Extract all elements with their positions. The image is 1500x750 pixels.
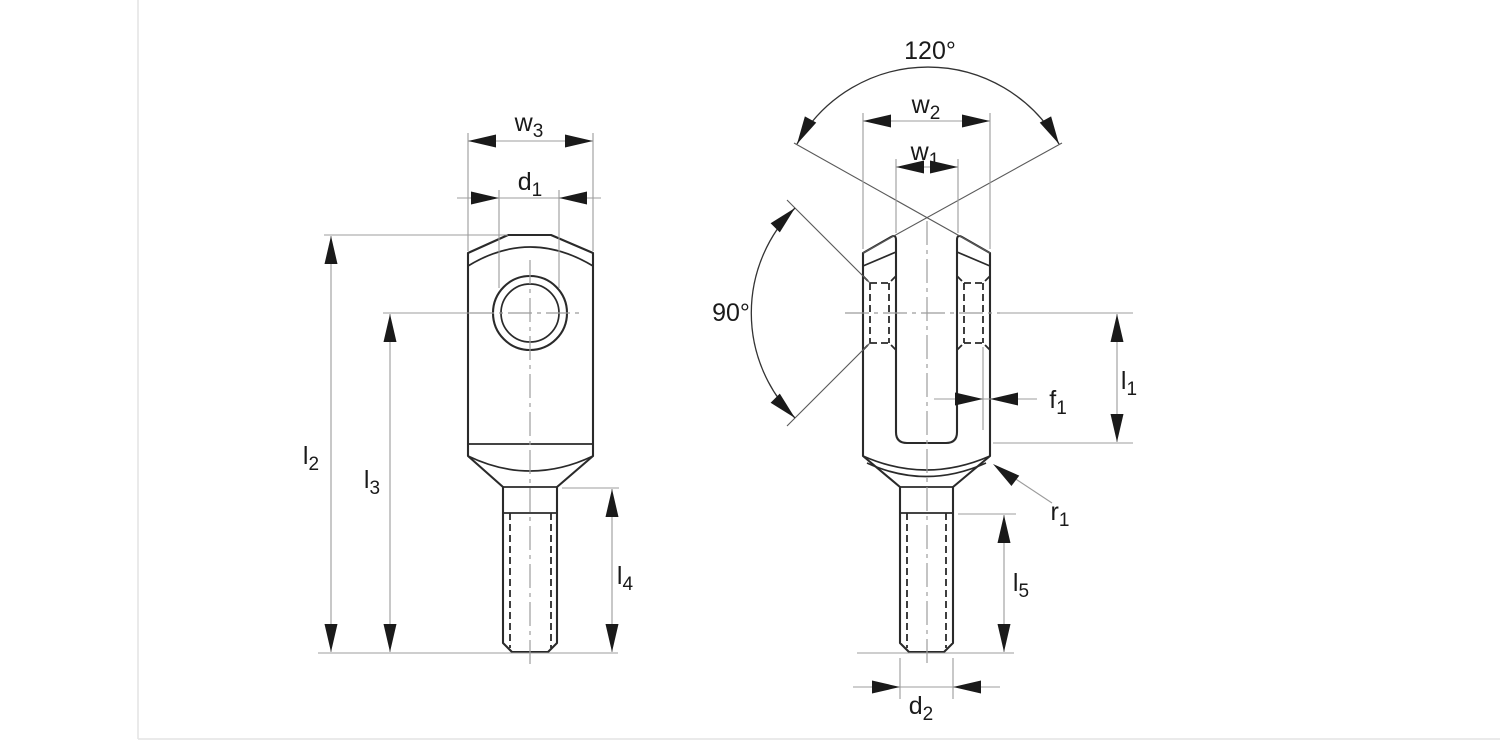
hidden-pin-hole-right-prong: [956, 275, 991, 351]
dim-label-l1: l1: [1121, 367, 1137, 400]
page-frame: [137, 0, 1500, 740]
dim-label-w1: w1: [910, 138, 940, 171]
w3-arrow-left: [468, 134, 496, 148]
f1-arrow-left: [955, 392, 983, 406]
dimension-l4: l4: [562, 487, 634, 652]
dim-label-l3: l3: [364, 466, 380, 499]
dimension-r1: r1: [989, 458, 1070, 531]
front-view: 120° 90° w2 w1: [712, 37, 1137, 725]
dim-label-l5: l5: [1013, 569, 1029, 602]
dim-label-d2: d2: [909, 692, 933, 725]
l4-arrow-bottom: [605, 624, 619, 652]
w2-arrow-right: [962, 114, 990, 128]
fork-opening-angle-arc: [796, 66, 1060, 145]
f1-arrow-right: [990, 392, 1018, 406]
angle120-arrow-right: [1039, 116, 1065, 148]
fork-bottom-chamfer-arc-inner: [866, 462, 987, 478]
left-prong-top-chamfer-line: [862, 251, 897, 267]
d2-arrow-left: [872, 680, 900, 694]
chamfer-extension-line-left-prong: [862, 142, 1063, 254]
front-view-part: [845, 221, 1000, 666]
d2-arrow-right: [953, 680, 981, 694]
l2-arrow-top: [324, 236, 338, 264]
countersink-extension-line-top: [786, 199, 871, 284]
w3-arrow-right: [565, 134, 593, 148]
side-view-part: [466, 233, 595, 666]
angle-construction: 120° 90°: [712, 37, 1065, 427]
dimension-d2: d2: [853, 658, 1000, 725]
dimension-l5: l5: [958, 513, 1029, 652]
right-prong-top-chamfer-line: [956, 251, 991, 267]
dim-label-l4: l4: [617, 562, 634, 595]
d1-arrow-right: [559, 191, 587, 205]
l5-arrow-top: [997, 515, 1011, 543]
dimension-w3: w3: [467, 109, 594, 251]
countersink-angle-arc: [750, 207, 796, 419]
l4-arrow-top: [605, 489, 619, 517]
dim-label-d1: d1: [518, 168, 542, 201]
l3-arrow-top: [383, 314, 397, 342]
r1-leader-arrow: [989, 458, 1020, 487]
side-view: w3 d1 l2 l3 l: [303, 109, 634, 666]
l1-arrow-bottom: [1110, 414, 1124, 442]
dimension-d1: d1: [457, 168, 601, 288]
dimension-l3: l3: [364, 312, 470, 652]
l5-arrow-bottom: [997, 624, 1011, 652]
l1-arrow-top: [1110, 314, 1124, 342]
angle-label-120: 120°: [904, 37, 956, 65]
angle120-arrow-left: [791, 116, 817, 148]
dim-label-r1: r1: [1051, 498, 1070, 531]
dim-label-w3: w3: [514, 109, 544, 142]
d1-arrow-left: [471, 191, 499, 205]
chamfer-extension-line-right-prong: [793, 142, 991, 254]
l2-arrow-bottom: [324, 624, 338, 652]
dimension-w1: w1: [895, 138, 959, 233]
dimension-f1: f1: [934, 347, 1067, 430]
w2-arrow-left: [863, 114, 891, 128]
angle-label-90: 90°: [712, 299, 750, 327]
head-top-chamfer-arc: [467, 246, 594, 267]
dim-label-f1: f1: [1049, 386, 1067, 419]
dim-label-l2: l2: [303, 442, 319, 475]
dimension-w2: w2: [862, 91, 991, 249]
dim-label-w2: w2: [911, 91, 941, 124]
fork-bottom-chamfer-arc-outer: [862, 455, 991, 471]
countersink-extension-line-bottom: [786, 342, 871, 427]
dimension-l1: l1: [993, 312, 1137, 444]
dimension-l2: l2: [303, 234, 508, 652]
l3-arrow-bottom: [383, 624, 397, 652]
